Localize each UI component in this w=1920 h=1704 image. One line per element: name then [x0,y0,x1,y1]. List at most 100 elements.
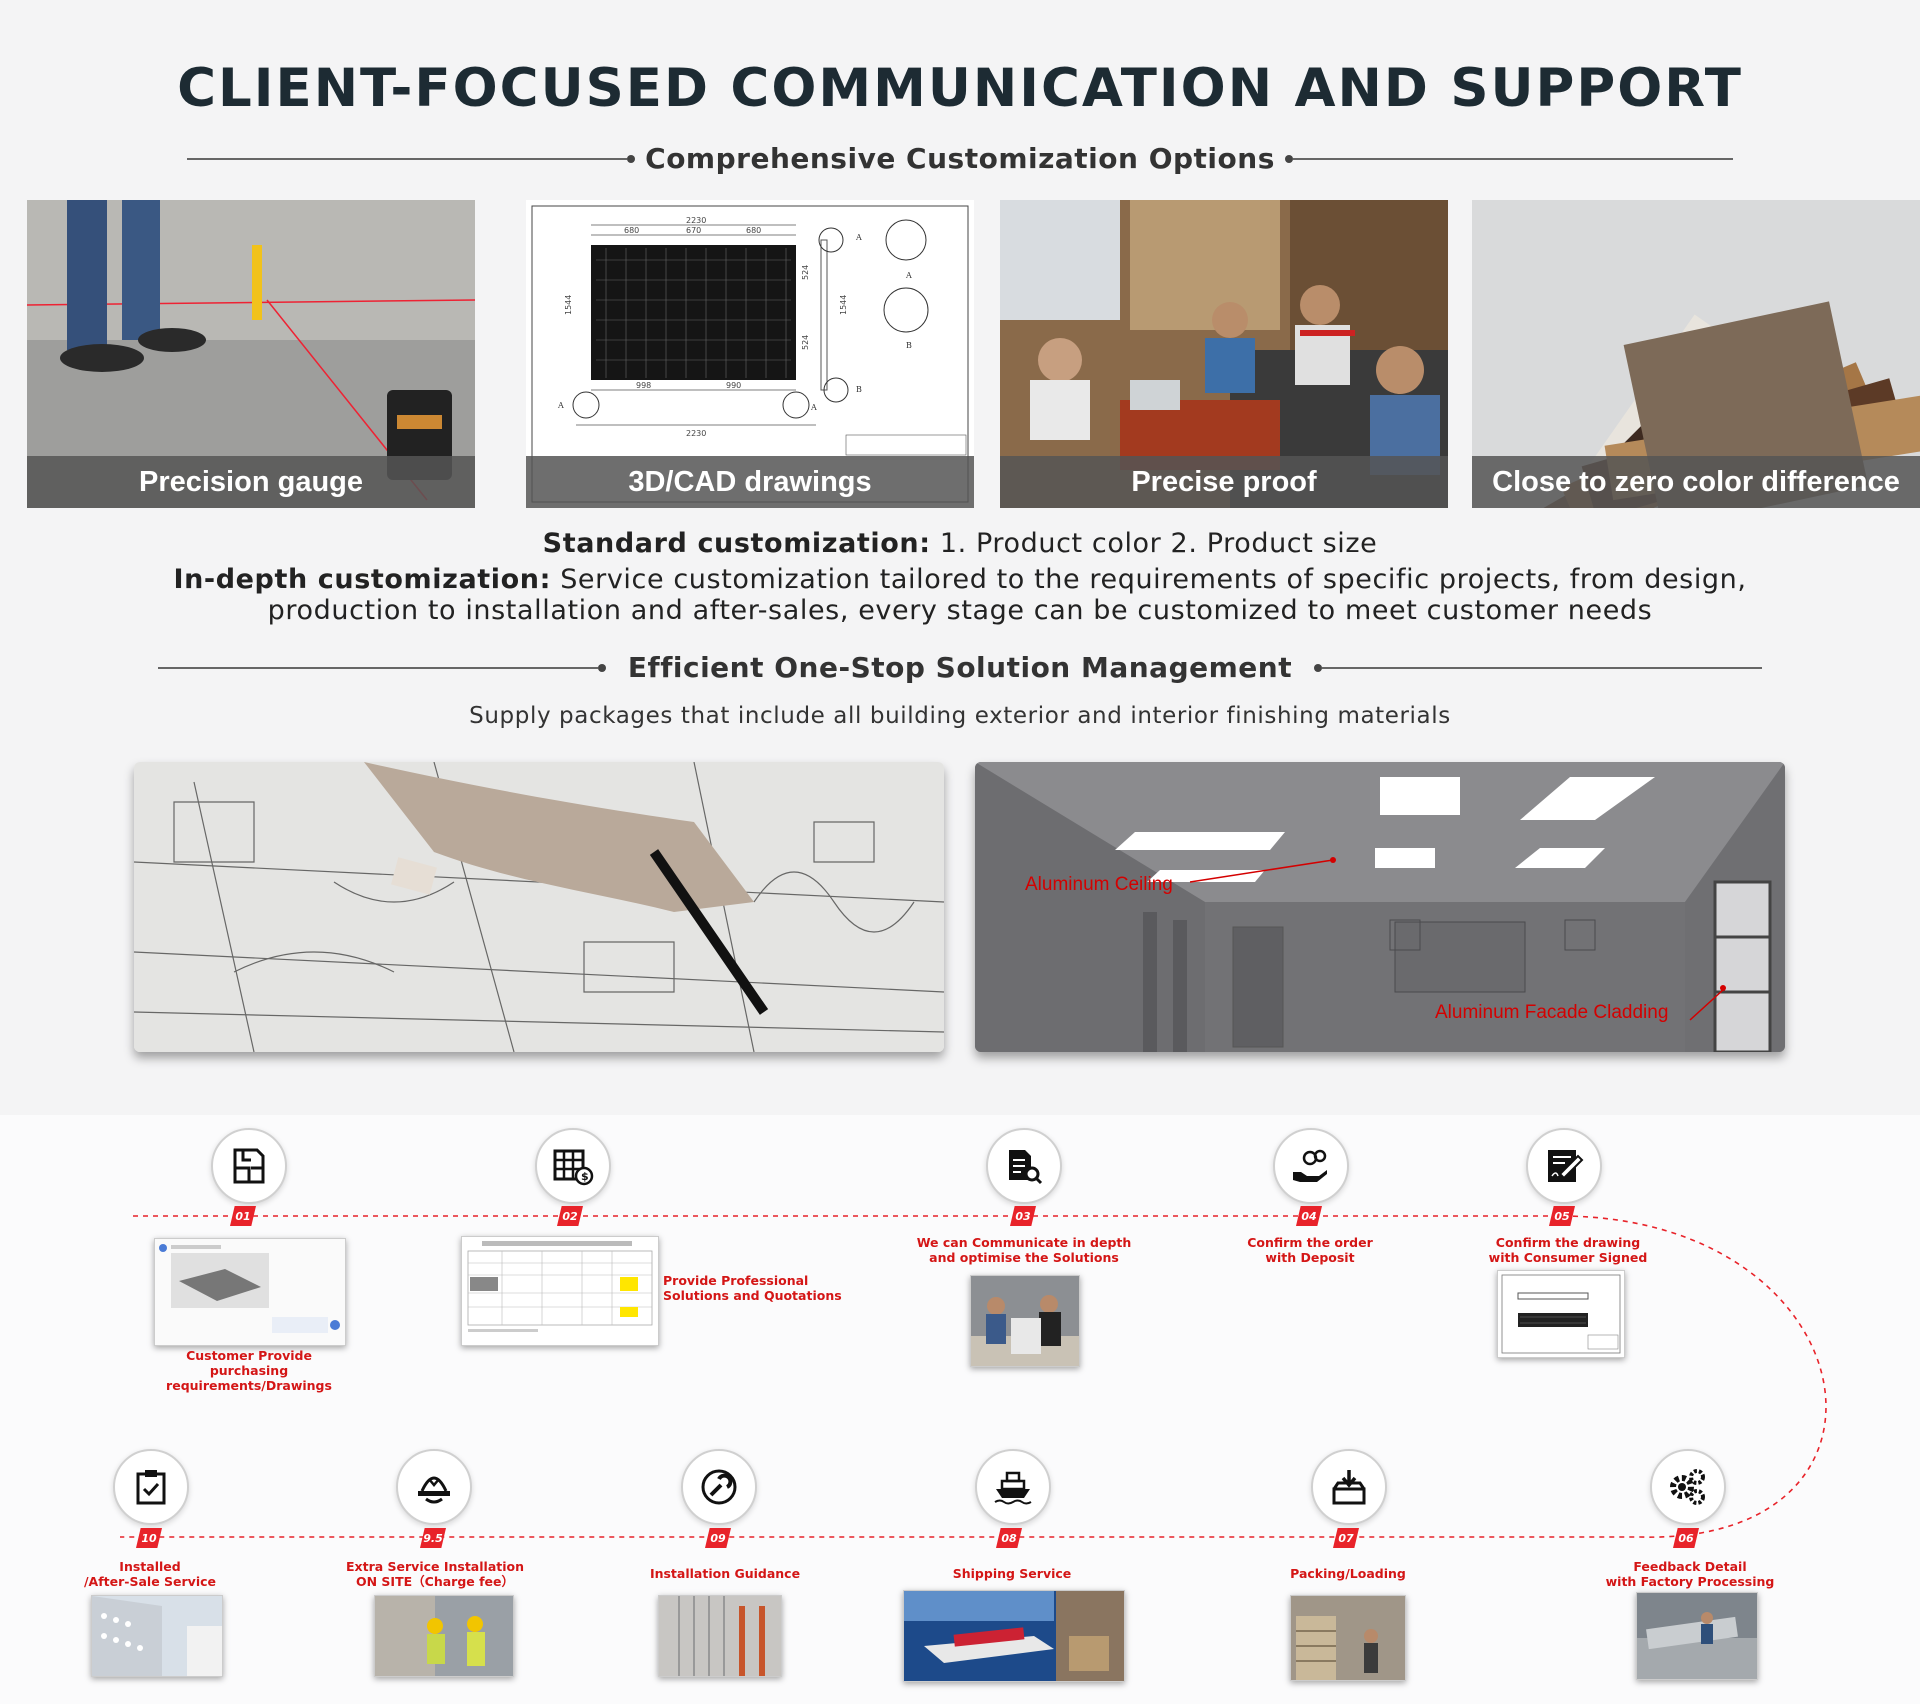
step-title: Feedback Detail with Factory Processing [1605,1559,1775,1589]
step-number: 10 [136,1528,162,1548]
step-number: 03 [1010,1206,1036,1226]
step-title: Provide Professional Solutions and Quota… [663,1273,842,1303]
step-07-loading-photo [1290,1595,1406,1681]
clipboard-check-icon [136,1470,166,1505]
process-route-line [120,1215,1827,1538]
step-06-factory-photo [1636,1592,1758,1680]
step-02-icon: $ [535,1128,611,1204]
cad-callout: A [905,271,912,280]
indepth-text: Service customization tailored to the re… [551,564,1747,595]
step-title: Installed /After-Sale Service [83,1559,216,1589]
sketch-drawing-photo [134,762,944,1052]
cad-dim: 680 [746,226,761,235]
step-9-5-workers-photo [374,1595,514,1677]
step-title: We can Communicate in depth and optimise… [916,1235,1132,1265]
indepth-customization-line: In-depth customization: Service customiz… [0,564,1920,595]
step-title: Customer Provide purchasing requirements… [166,1348,332,1393]
step-09-icon [681,1449,757,1525]
option-label: Close to zero color difference [1472,456,1920,508]
step-number: 09 [705,1528,731,1548]
solution-title: Efficient One-Stop Solution Management [627,651,1293,684]
step-title: Packing/Loading [1290,1566,1406,1581]
option-label: 3D/CAD drawings [526,456,974,508]
document-search-icon [1009,1150,1043,1185]
solution-title-row: Efficient One-Stop Solution Management [0,651,1920,684]
option-label: Precise proof [1000,456,1448,508]
floorplan-icon [233,1148,265,1184]
cad-dim: 2230 [686,429,706,438]
step-01-icon [211,1128,287,1204]
step-number: 08 [996,1528,1022,1548]
step-07-icon [1311,1449,1387,1525]
cad-dim: 670 [686,226,701,235]
divider-dot [1284,154,1293,163]
svg-text:$: $ [581,1170,589,1183]
aluminum-cladding-label: Aluminum Facade Cladding [1435,1002,1668,1023]
step-05-icon [1526,1128,1602,1204]
cad-dim: 1544 [564,295,573,315]
step-10-icon [113,1449,189,1525]
section-subtitle: Comprehensive Customization Options [645,142,1275,175]
cad-callout: A [557,401,564,410]
subtitle-row: Comprehensive Customization Options [0,142,1920,175]
step-03-meeting-photo [970,1275,1080,1367]
option-label: Precision gauge [27,456,475,508]
divider-line [157,666,598,669]
box-download-icon [1332,1470,1366,1505]
step-06-icon [1650,1449,1726,1525]
step-number: 06 [1673,1528,1699,1548]
option-card-color-difference: Close to zero color difference [1472,200,1920,508]
step-04-icon [1273,1128,1349,1204]
aluminum-ceiling-label: Aluminum Ceiling [1025,874,1173,895]
step-title: Confirm the order with Deposit [1247,1235,1373,1265]
step-9-5-icon [396,1449,472,1525]
page-title: CLIENT-FOCUSED COMMUNICATION AND SUPPORT [177,58,1743,119]
ship-icon [994,1471,1032,1505]
cad-callout: B [906,341,912,350]
step-02-quotation-sheet [461,1236,659,1346]
divider-line [187,157,628,160]
step-number: 05 [1549,1206,1575,1226]
cad-callout: B [856,385,862,394]
cad-callout: A [810,403,817,412]
cad-dim: 680 [624,226,639,235]
step-09-installation-photo [658,1595,782,1677]
step-title: Confirm the drawing with Consumer Signed [1488,1235,1648,1265]
step-01-chat-screenshot [154,1238,346,1346]
gears-icon [1670,1469,1705,1505]
interior-render-image: Aluminum Ceiling Aluminum Facade Claddin… [975,762,1785,1052]
step-title: Extra Service Installation ON SITE（Charg… [346,1559,524,1589]
cad-dim: 1544 [839,295,848,315]
solution-subtitle: Supply packages that include all buildin… [469,703,1451,729]
step-10-building-photo [91,1595,223,1677]
cad-dim: 998 [636,381,651,390]
step-title: Shipping Service [952,1566,1072,1581]
cad-dim: 524 [801,335,810,350]
option-card-precise-proof: Precise proof [1000,200,1448,508]
divider-dot [1314,663,1323,672]
step-number: 02 [557,1206,583,1226]
option-card-cad-drawings: 2230 680 670 680 998 990 2230 1544 1544 … [526,200,974,508]
option-card-precision-gauge: Precision gauge [27,200,475,508]
step-title: Installation Guidance [649,1566,801,1581]
hand-coins-icon [1293,1149,1327,1182]
step-08-icon [975,1449,1051,1525]
indepth-customization-line-2: production to installation and after-sal… [267,595,1653,626]
step-number: 04 [1296,1206,1322,1226]
divider-line [1322,666,1763,669]
wrench-icon [701,1469,737,1505]
divider-dot [597,663,606,672]
standard-label: Standard customization: [542,528,931,559]
cad-dim: 2230 [686,216,706,225]
price-table-icon: $ [553,1149,594,1186]
standard-text: 1. Product color 2. Product size [930,528,1378,559]
step-05-drawing-thumbnail [1497,1270,1625,1358]
divider-line [1292,157,1733,160]
step-number: 01 [230,1206,256,1226]
sign-document-icon [1548,1150,1584,1182]
step-number: 9.5 [420,1528,446,1548]
indepth-label: In-depth customization: [173,564,552,595]
cad-dim: 990 [726,381,741,390]
divider-dot [627,154,636,163]
step-08-shipping-photo [903,1590,1125,1682]
